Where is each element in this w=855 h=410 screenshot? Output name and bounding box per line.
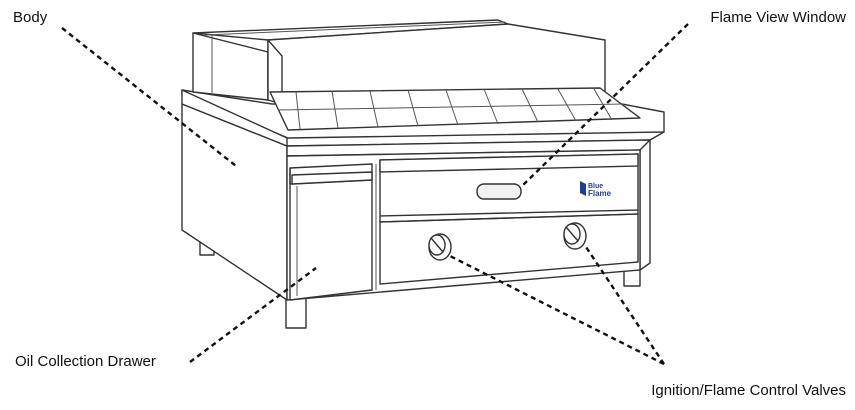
body-right-panel xyxy=(639,139,651,271)
label-control-valves: Ignition/Flame Control Valves xyxy=(651,382,846,399)
label-oil-collection-drawer: Oil Collection Drawer xyxy=(15,353,156,370)
backsplash-left xyxy=(192,32,269,101)
logo-flame-icon xyxy=(580,181,586,196)
grate-surface xyxy=(269,87,641,131)
valve-leader-left xyxy=(449,254,665,366)
lower-panel-seam xyxy=(379,209,639,223)
body-leader xyxy=(61,27,237,167)
callout-labels: Body Flame View Window Oil Collection Dr… xyxy=(13,9,846,399)
control-valve-left xyxy=(428,233,452,261)
logo-line1: Blue xyxy=(588,183,603,190)
control-valve-right xyxy=(563,222,587,250)
blue-flame-logo: Blue Flame xyxy=(580,181,612,198)
grate-bars xyxy=(277,88,625,130)
valve-leader-right xyxy=(583,243,665,365)
front-left-leg xyxy=(285,295,307,329)
oil-collection-drawer xyxy=(289,163,373,301)
label-flame-view-window: Flame View Window xyxy=(710,9,846,26)
flame-window-leader xyxy=(519,23,689,189)
label-body: Body xyxy=(13,9,48,26)
grill-illustration: Blue Flame xyxy=(181,19,665,329)
backsplash-top-line xyxy=(204,21,506,36)
drawer-handle-ledge xyxy=(291,171,373,185)
leader-lines xyxy=(61,23,689,366)
logo-line2: Flame xyxy=(588,189,612,198)
flame-view-window xyxy=(476,183,522,200)
